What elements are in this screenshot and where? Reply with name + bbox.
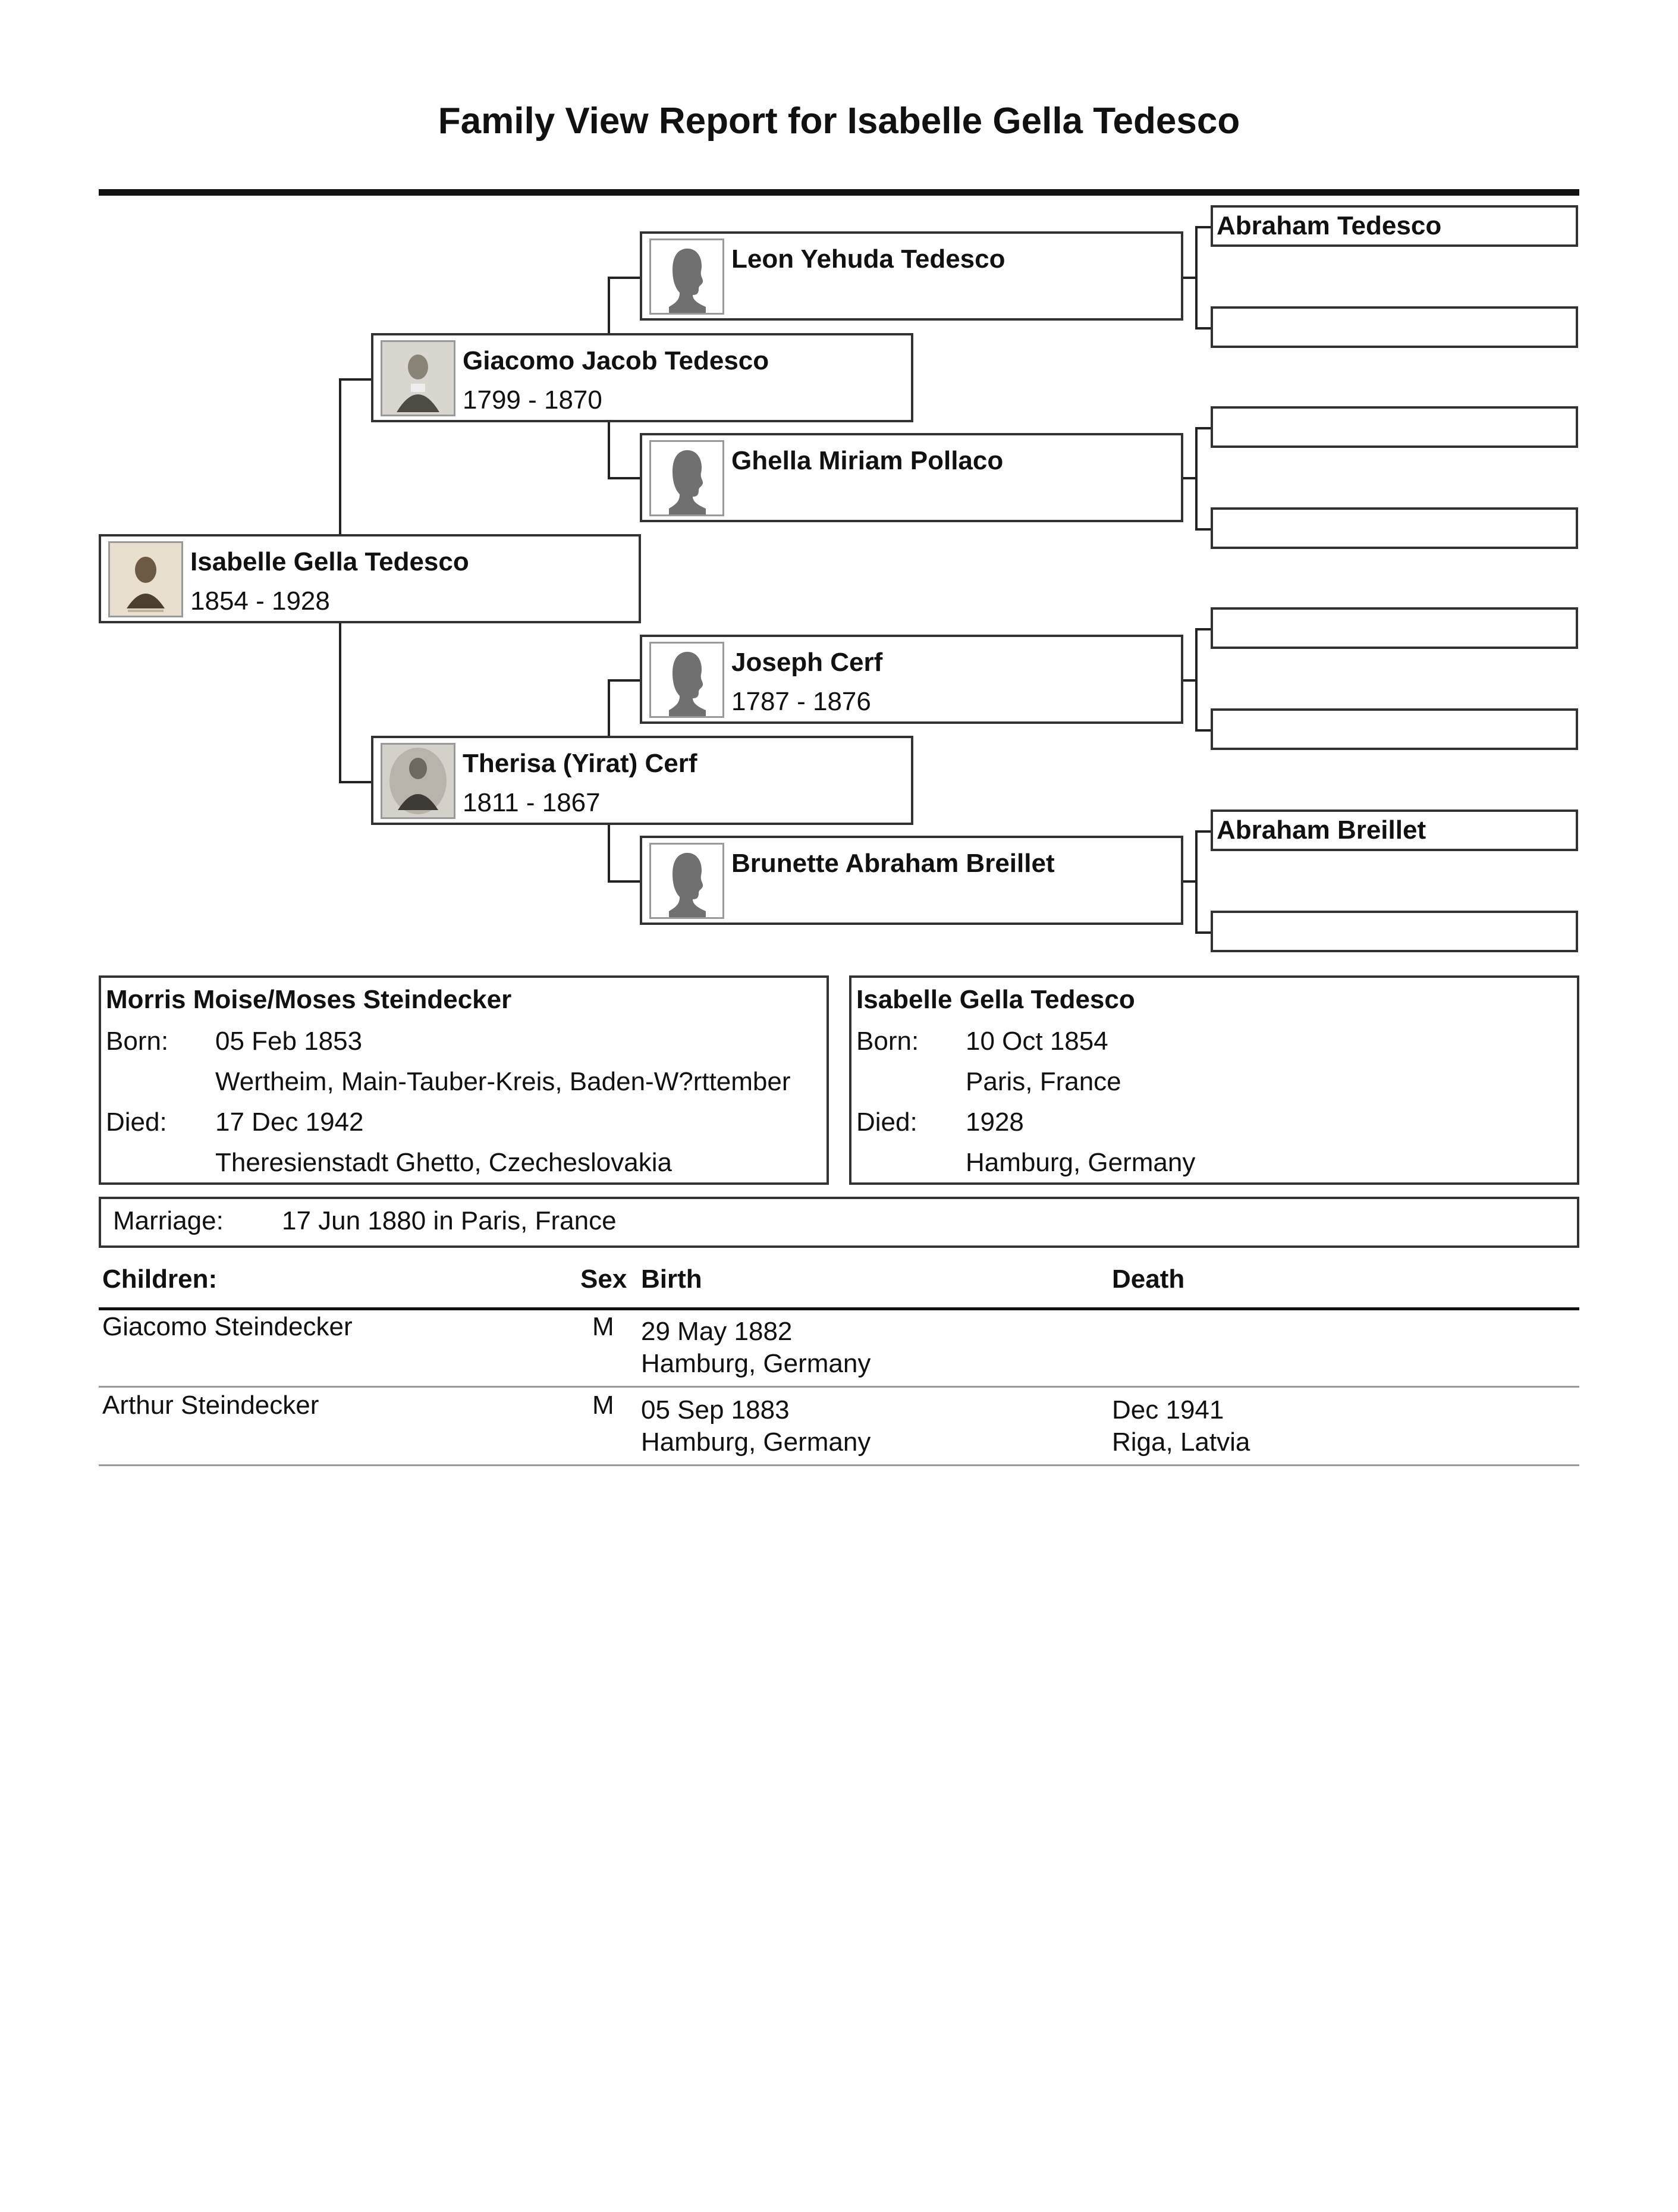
born-place: Paris, France	[966, 1067, 1121, 1097]
died-label: Died:	[106, 1107, 167, 1137]
silhouette-icon	[649, 642, 724, 718]
person-name: Leon Yehuda Tedesco	[731, 244, 1005, 274]
person-name: Giacomo Jacob Tedesco	[463, 346, 769, 376]
silhouette-icon	[649, 239, 724, 315]
portrait-photo	[381, 743, 455, 819]
person-name: Isabelle Gella Tedesco	[190, 547, 469, 577]
born-label: Born:	[856, 1027, 919, 1056]
portrait-photo	[381, 340, 455, 416]
child-birth-date: 05 Sep 1883	[641, 1395, 790, 1425]
row-divider	[99, 1464, 1579, 1466]
born-label: Born:	[106, 1027, 168, 1056]
birth-header: Birth	[641, 1265, 702, 1294]
born-place: Wertheim, Main-Tauber-Kreis, Baden-W?rtt…	[215, 1067, 791, 1097]
child-name: Giacomo Steindecker	[102, 1312, 353, 1342]
died-place: Theresienstadt Ghetto, Czecheslovakia	[215, 1148, 672, 1178]
pedigree-box-great-grandparent[interactable]	[1211, 708, 1578, 750]
row-divider	[99, 1386, 1579, 1388]
person-name: Joseph Cerf	[731, 648, 882, 677]
person-name: Abraham Breillet	[1217, 815, 1426, 845]
silhouette-icon	[649, 440, 724, 516]
person-dates: 1811 - 1867	[463, 788, 601, 818]
pedigree-box-paternal-grandmother[interactable]: Ghella Miriam Pollaco	[640, 433, 1183, 522]
pedigree-box-maternal-grandfather[interactable]: Joseph Cerf 1787 - 1876	[640, 635, 1183, 724]
born-date: 10 Oct 1854	[966, 1027, 1108, 1056]
child-birth-date: 29 May 1882	[641, 1317, 792, 1347]
child-name: Arthur Steindecker	[102, 1391, 319, 1420]
pedigree-box-father[interactable]: Giacomo Jacob Tedesco 1799 - 1870	[371, 333, 913, 422]
silhouette-icon	[649, 843, 724, 919]
child-birth-place: Hamburg, Germany	[641, 1427, 871, 1457]
born-date: 05 Feb 1853	[215, 1027, 362, 1056]
pedigree-box-maternal-grandmother[interactable]: Brunette Abraham Breillet	[640, 836, 1183, 925]
person-dates: 1854 - 1928	[190, 586, 330, 616]
pedigree-box-great-grandparent[interactable]	[1211, 507, 1578, 549]
pedigree-box-great-grandparent[interactable]: Abraham Tedesco	[1211, 205, 1578, 247]
sex-header: Sex	[580, 1265, 627, 1294]
died-place: Hamburg, Germany	[966, 1148, 1195, 1178]
pedigree-box-great-grandparent[interactable]	[1211, 306, 1578, 348]
died-date: 17 Dec 1942	[215, 1107, 364, 1137]
wife-details-box: Isabelle Gella Tedesco Born: 10 Oct 1854…	[849, 975, 1579, 1185]
pedigree-box-great-grandparent[interactable]	[1211, 911, 1578, 952]
husband-details-box: Morris Moise/Moses Steindecker Born: 05 …	[99, 975, 829, 1185]
person-name: Ghella Miriam Pollaco	[731, 446, 1003, 476]
person-name: Brunette Abraham Breillet	[731, 849, 1055, 878]
died-label: Died:	[856, 1107, 917, 1137]
marriage-label: Marriage:	[113, 1206, 224, 1236]
portrait-photo	[108, 541, 183, 617]
child-sex: M	[592, 1312, 614, 1342]
children-header: Children:	[102, 1265, 217, 1294]
person-name: Abraham Tedesco	[1217, 211, 1441, 241]
person-name: Therisa (Yirat) Cerf	[463, 749, 697, 779]
wife-name[interactable]: Isabelle Gella Tedesco	[856, 985, 1135, 1015]
pedigree-box-mother[interactable]: Therisa (Yirat) Cerf 1811 - 1867	[371, 736, 913, 825]
person-dates: 1787 - 1876	[731, 687, 871, 717]
pedigree-box-root[interactable]: Isabelle Gella Tedesco 1854 - 1928	[99, 534, 641, 623]
table-header-rule	[99, 1307, 1579, 1310]
marriage-box: Marriage: 17 Jun 1880 in Paris, France	[99, 1197, 1579, 1248]
child-death-place: Riga, Latvia	[1112, 1427, 1250, 1457]
child-death-date: Dec 1941	[1112, 1395, 1224, 1425]
pedigree-box-great-grandparent[interactable]	[1211, 406, 1578, 448]
husband-name[interactable]: Morris Moise/Moses Steindecker	[106, 985, 511, 1015]
pedigree-box-paternal-grandfather[interactable]: Leon Yehuda Tedesco	[640, 231, 1183, 321]
pedigree-box-great-grandparent[interactable]	[1211, 607, 1578, 649]
pedigree-box-great-grandparent[interactable]: Abraham Breillet	[1211, 810, 1578, 851]
child-birth-place: Hamburg, Germany	[641, 1349, 871, 1379]
marriage-value: 17 Jun 1880 in Paris, France	[282, 1206, 617, 1236]
person-dates: 1799 - 1870	[463, 385, 602, 415]
died-date: 1928	[966, 1107, 1024, 1137]
death-header: Death	[1112, 1265, 1184, 1294]
child-sex: M	[592, 1391, 614, 1420]
